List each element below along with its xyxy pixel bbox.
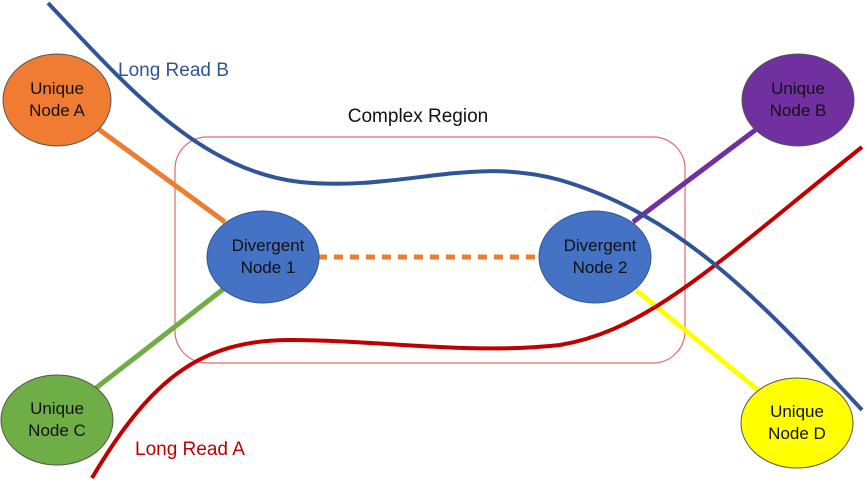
divergent-node-1-shape — [206, 210, 320, 304]
unique-node-d: Unique Node D — [740, 377, 854, 469]
edge-unique-a-divergent-1 — [95, 125, 227, 225]
long-read-a-label: Long Read A — [135, 439, 245, 460]
unique-node-b-label-line1: Unique — [771, 79, 825, 98]
unique-node-b-shape — [741, 53, 855, 147]
unique-node-c: Unique Node C — [0, 374, 114, 466]
edge-unique-c-divergent-1 — [94, 285, 228, 390]
unique-node-b: Unique Node B — [741, 53, 855, 147]
edge-unique-b-divergent-2 — [631, 126, 760, 224]
unique-node-a-label-line2: Node A — [29, 101, 85, 120]
unique-node-a-label-line1: Unique — [30, 79, 84, 98]
complex-region-box — [174, 136, 686, 364]
divergent-node-1-label-line1: Divergent — [232, 236, 305, 255]
complex-region-label: Complex Region — [348, 106, 488, 127]
divergent-node-2-label-line1: Divergent — [564, 236, 637, 255]
unique-node-c-label-line1: Unique — [30, 399, 84, 418]
edge-unique-d-divergent-2 — [634, 288, 760, 392]
divergent-node-1-label-line2: Node 1 — [241, 258, 296, 277]
divergent-node-2-label-line2: Node 2 — [573, 258, 628, 277]
unique-node-b-label-line2: Node B — [770, 101, 827, 120]
unique-node-c-shape — [0, 374, 114, 466]
long-read-a-path — [90, 145, 864, 480]
divergent-node-2-shape — [538, 210, 652, 304]
long-read-b-label: Long Read B — [118, 60, 229, 81]
divergent-node-2: Divergent Node 2 — [538, 210, 652, 304]
unique-node-d-label-line2: Node D — [768, 424, 826, 443]
divergent-node-1: Divergent Node 1 — [206, 210, 320, 304]
unique-node-c-label-line2: Node C — [28, 421, 86, 440]
unique-node-d-label-line1: Unique — [770, 402, 824, 421]
long-read-b-path — [46, 1, 864, 412]
unique-node-a: Unique Node A — [2, 53, 112, 147]
unique-node-d-shape — [740, 377, 854, 469]
unique-node-a-shape — [2, 53, 112, 147]
